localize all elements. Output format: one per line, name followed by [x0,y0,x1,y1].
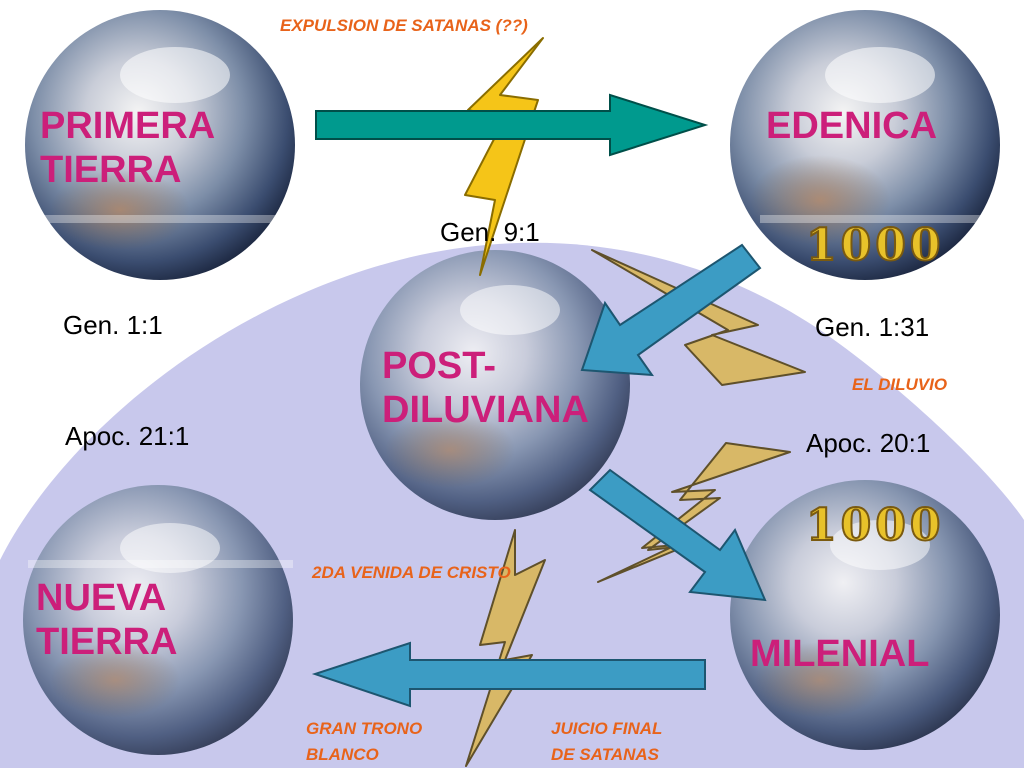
earth-primera-tierra [25,10,295,280]
ref-gen-9-1: Gen. 9:1 [440,217,540,247]
arrow-edenica-to-postdiluviana [580,243,762,377]
ref-gen-1-31: Gen. 1:31 [815,312,930,342]
annotation-gran-trono: GRAN TRONO BLANCO [306,719,423,764]
annotation-expulsion: EXPULSION DE SATANAS (??) [280,16,528,35]
ref-apoc-20-1: Apoc. 20:1 [806,428,931,458]
badge-1000-milenial: 1000 [805,499,945,552]
ref-gen-1-1: Gen. 1:1 [63,310,163,340]
label-edenica: EDENICA [766,105,938,147]
annotation-juicio-final: JUICIO FINAL DE SATANAS [551,719,663,764]
lightning-diluvio [591,249,806,386]
earth-nueva-tierra [23,485,293,755]
ref-apoc-21-1: Apoc. 21:1 [65,421,190,451]
label-primera-tierra: PRIMERA TIERRA [40,105,216,191]
earth-milenial [730,480,1000,750]
annotation-segunda-venida: 2DA VENIDA DE CRISTO [312,563,511,582]
annotation-diluvio: EL DILUVIO [852,375,948,394]
badge-1000-edenica: 1000 [805,219,945,272]
label-nueva-tierra: NUEVA TIERRA [36,577,178,663]
label-milenial: MILENIAL [750,633,930,675]
earth-edenica [730,10,1000,280]
arrow-milenial-to-nueva [311,641,706,708]
arrow-postdiluviana-to-milenial [588,468,767,602]
lightning-juicio-final [465,529,546,767]
earth-post-diluviana [360,250,630,520]
label-post-diluviana: POST- DILUVIANA [382,345,589,431]
arrow-primera-to-edenica [315,93,709,157]
lightning-segunda-venida [597,442,791,583]
